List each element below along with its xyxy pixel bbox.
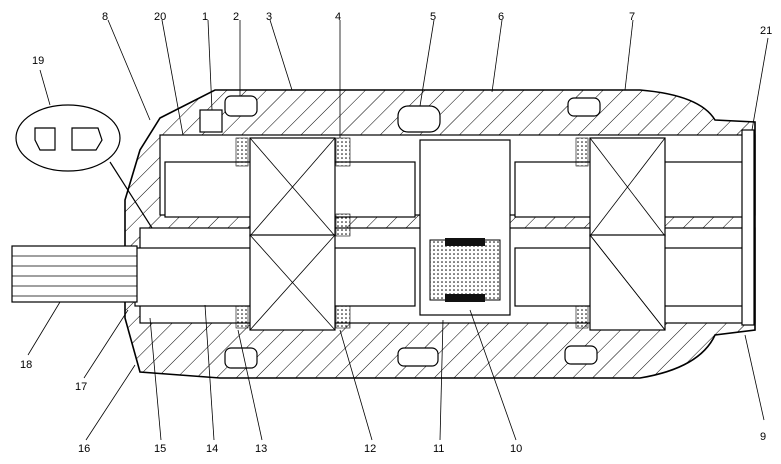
seal-upper-left	[335, 137, 351, 167]
svg-text:21: 21	[760, 25, 772, 37]
spline-shaft	[11, 245, 138, 303]
svg-text:20: 20	[154, 11, 166, 23]
svg-text:13: 13	[255, 443, 267, 455]
seal-upper-right	[575, 137, 589, 167]
svg-text:3: 3	[266, 11, 272, 23]
svg-text:19: 19	[32, 55, 44, 67]
svg-text:1: 1	[202, 11, 208, 23]
coupling-cap-bottom	[445, 294, 485, 302]
seal-lower-left	[335, 305, 351, 329]
svg-text:17: 17	[75, 381, 87, 393]
svg-text:5: 5	[430, 11, 436, 23]
leader-lines	[27, 19, 769, 441]
svg-text:4: 4	[335, 11, 341, 23]
svg-text:11: 11	[433, 443, 444, 455]
coupling-cap-top	[445, 238, 485, 246]
port-bottom-right	[564, 345, 598, 365]
port-bottom-center	[397, 347, 439, 367]
svg-text:9: 9	[760, 431, 766, 443]
port-top-right	[567, 97, 601, 117]
detail-seal-left	[34, 127, 56, 151]
coupling-spline	[429, 239, 501, 301]
svg-text:6: 6	[498, 11, 504, 23]
svg-text:7: 7	[629, 11, 635, 23]
svg-text:12: 12	[364, 443, 376, 455]
svg-text:2: 2	[233, 11, 239, 23]
seal-upper-left-b	[335, 213, 351, 237]
svg-text:8: 8	[102, 11, 108, 23]
callout-numbers: 1 2 3 4 5 6 7 8 9 10 11 12 13 14 15 16 1…	[20, 11, 772, 455]
end-cover	[741, 129, 755, 326]
svg-text:14: 14	[206, 443, 218, 455]
bolt-1	[199, 109, 223, 133]
seal-left-lower	[235, 305, 249, 329]
detail-seal-right	[71, 127, 103, 151]
port-top-left	[224, 95, 258, 117]
svg-text:18: 18	[20, 359, 32, 371]
port-top-center	[397, 105, 441, 133]
seal-lower-right	[575, 305, 589, 329]
port-bottom-left	[224, 347, 258, 369]
detail-callout-circle	[15, 104, 121, 172]
svg-text:16: 16	[78, 443, 90, 455]
svg-text:10: 10	[510, 443, 522, 455]
svg-text:15: 15	[154, 443, 166, 455]
seal-left	[235, 137, 249, 167]
